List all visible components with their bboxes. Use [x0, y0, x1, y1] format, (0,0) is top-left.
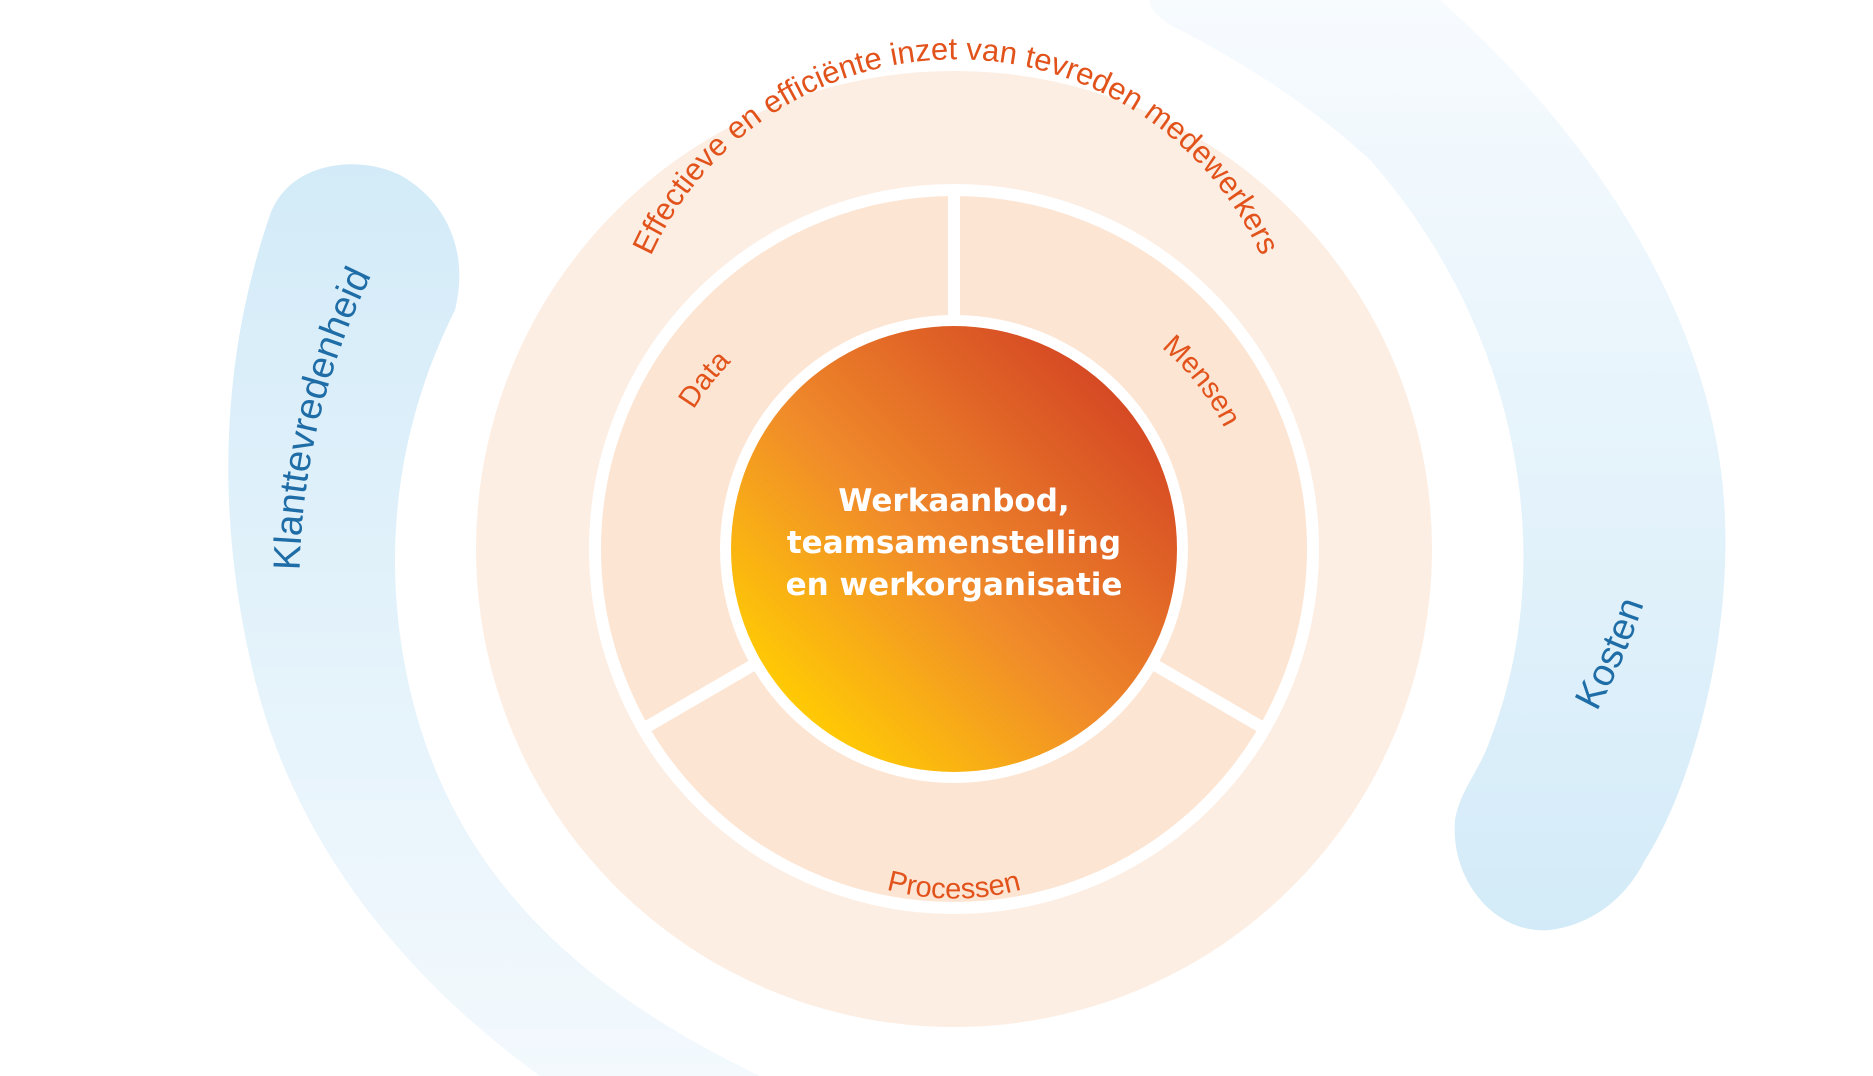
- core-text-line-1: Werkaanbod,: [838, 483, 1069, 519]
- kosten-band: [1149, 0, 1726, 931]
- core-text-line-2: teamsamenstelling: [787, 525, 1121, 561]
- klanttevredenheid-band: [228, 164, 761, 1076]
- core-text-line-3: en werkorganisatie: [786, 567, 1123, 603]
- core-text: Werkaanbod, teamsamenstelling en werkorg…: [786, 483, 1123, 603]
- core-circle: [731, 326, 1177, 772]
- segment-separators: [589, 184, 1319, 914]
